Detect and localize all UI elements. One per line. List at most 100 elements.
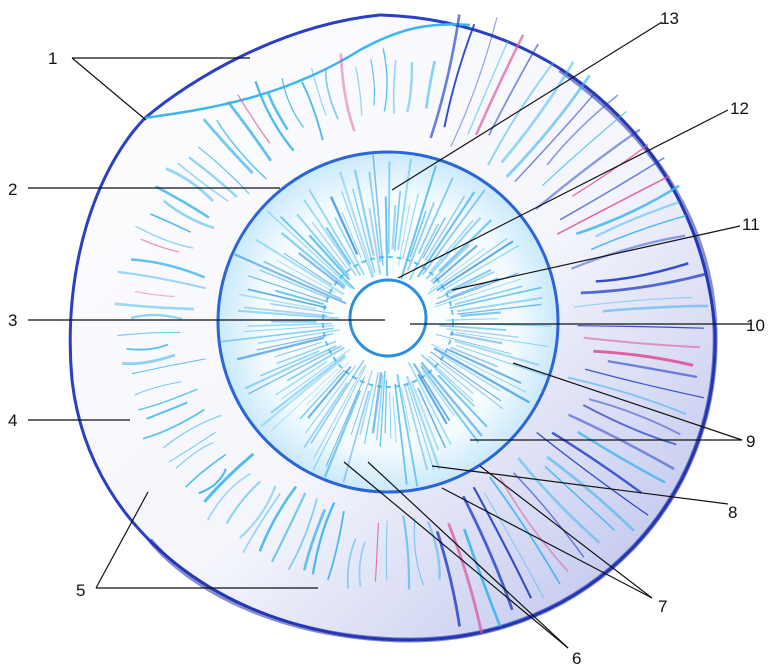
- outer-vessel: [206, 472, 251, 521]
- iris-striation: [427, 237, 508, 295]
- leader-1b: [71, 57, 147, 121]
- outer-vessel: [588, 398, 681, 436]
- outer-vessel: [467, 40, 509, 135]
- iris-striation: [280, 232, 346, 287]
- outer-vessel: [237, 94, 271, 144]
- iris-striation: [405, 375, 441, 470]
- leader-11: [451, 225, 741, 291]
- outer-vessel: [226, 100, 273, 162]
- iris-striation: [363, 372, 379, 445]
- iris-striation: [299, 369, 345, 420]
- outer-vessel: [385, 520, 388, 581]
- iris-striation: [255, 238, 345, 296]
- iris-striation: [257, 329, 340, 344]
- iris-striation: [420, 361, 483, 437]
- outer-vessel: [162, 199, 215, 230]
- outer-vessel: [607, 359, 698, 379]
- iris-striation: [270, 354, 346, 414]
- outer-vessel: [536, 432, 649, 516]
- outer-vessel: [198, 468, 227, 495]
- iris-striation: [460, 311, 501, 317]
- iris-striation: [275, 360, 328, 396]
- outer-vessel: [546, 94, 619, 166]
- outer-vessel: [499, 476, 569, 573]
- iris-striation: [436, 271, 495, 300]
- outer-vessel: [424, 60, 437, 109]
- outer-vessel: [577, 325, 705, 329]
- outer-vessel: [146, 401, 188, 420]
- iris-striation: [305, 365, 357, 434]
- outer-vessel: [188, 156, 238, 198]
- iris-striation: [339, 171, 375, 278]
- outer-vessel: [254, 81, 295, 152]
- iris-striation: [430, 351, 502, 402]
- outer-vessel: [573, 296, 693, 308]
- label-10: 10: [746, 316, 765, 335]
- outer-vessel: [154, 185, 210, 219]
- outer-vessel: [577, 430, 666, 484]
- iris-striation: [400, 165, 437, 280]
- iris-striation: [353, 169, 375, 256]
- outer-vessel: [582, 404, 677, 446]
- iris-striation: [303, 382, 349, 449]
- leader-7a: [479, 465, 653, 599]
- fold-edge: [144, 23, 471, 120]
- outer-vessel: [301, 81, 324, 141]
- outer-vessel: [447, 522, 484, 634]
- outer-vessel: [559, 157, 665, 221]
- outer-vessel: [406, 62, 414, 113]
- iris-striation: [260, 356, 347, 427]
- label-9: 9: [746, 432, 755, 451]
- outer-vessel: [258, 485, 297, 552]
- label-4: 4: [8, 411, 17, 430]
- iris-striation: [439, 353, 501, 392]
- iris-striation: [279, 215, 356, 290]
- outer-vessel: [326, 510, 345, 581]
- iris-striation: [400, 387, 411, 432]
- iris-striation: [403, 383, 429, 471]
- outer-vessel: [162, 414, 222, 449]
- iris-striation: [270, 368, 339, 432]
- iris-striation: [437, 374, 488, 428]
- iris-striation: [303, 199, 358, 277]
- iris-striation: [425, 217, 482, 280]
- iris-striation: [298, 252, 346, 290]
- outer-vessel: [593, 349, 694, 367]
- outer-vessel: [443, 23, 476, 128]
- iris-striation: [243, 325, 335, 333]
- iris-striation: [433, 347, 530, 404]
- label-1: 1: [48, 49, 57, 68]
- outer-vessel: [505, 74, 591, 178]
- iris-striation: [236, 336, 325, 361]
- outer-vessel: [571, 144, 649, 197]
- iris-striation: [406, 201, 435, 271]
- iris-striation: [311, 221, 348, 270]
- iris-striation: [397, 158, 412, 251]
- iris-striation: [234, 253, 347, 305]
- outer-vessel: [512, 472, 585, 558]
- iris-striation: [392, 396, 397, 443]
- iris-striation: [239, 293, 317, 310]
- outer-vessel: [426, 521, 441, 580]
- iris-striation: [430, 244, 471, 283]
- outer-vessel: [202, 118, 254, 175]
- iris-striation: [394, 383, 408, 485]
- outer-vessel: [595, 200, 680, 238]
- leader-9a: [512, 362, 743, 441]
- iris-striation: [430, 343, 527, 393]
- iris-striation: [450, 346, 498, 368]
- iris-striation: [342, 390, 370, 483]
- outer-vessel: [583, 336, 701, 349]
- outer-vessel: [126, 343, 169, 351]
- outer-vessel: [142, 408, 205, 440]
- outer-vessel: [514, 91, 597, 183]
- outer-vessel: [346, 538, 357, 589]
- outer-vessel: [551, 431, 643, 494]
- iris-striation: [379, 370, 386, 447]
- outer-vessel: [165, 167, 215, 203]
- outer-vessel: [324, 69, 339, 120]
- iris-striation: [455, 344, 547, 377]
- outer-vessel: [225, 480, 261, 525]
- outer-vessel: [413, 517, 425, 586]
